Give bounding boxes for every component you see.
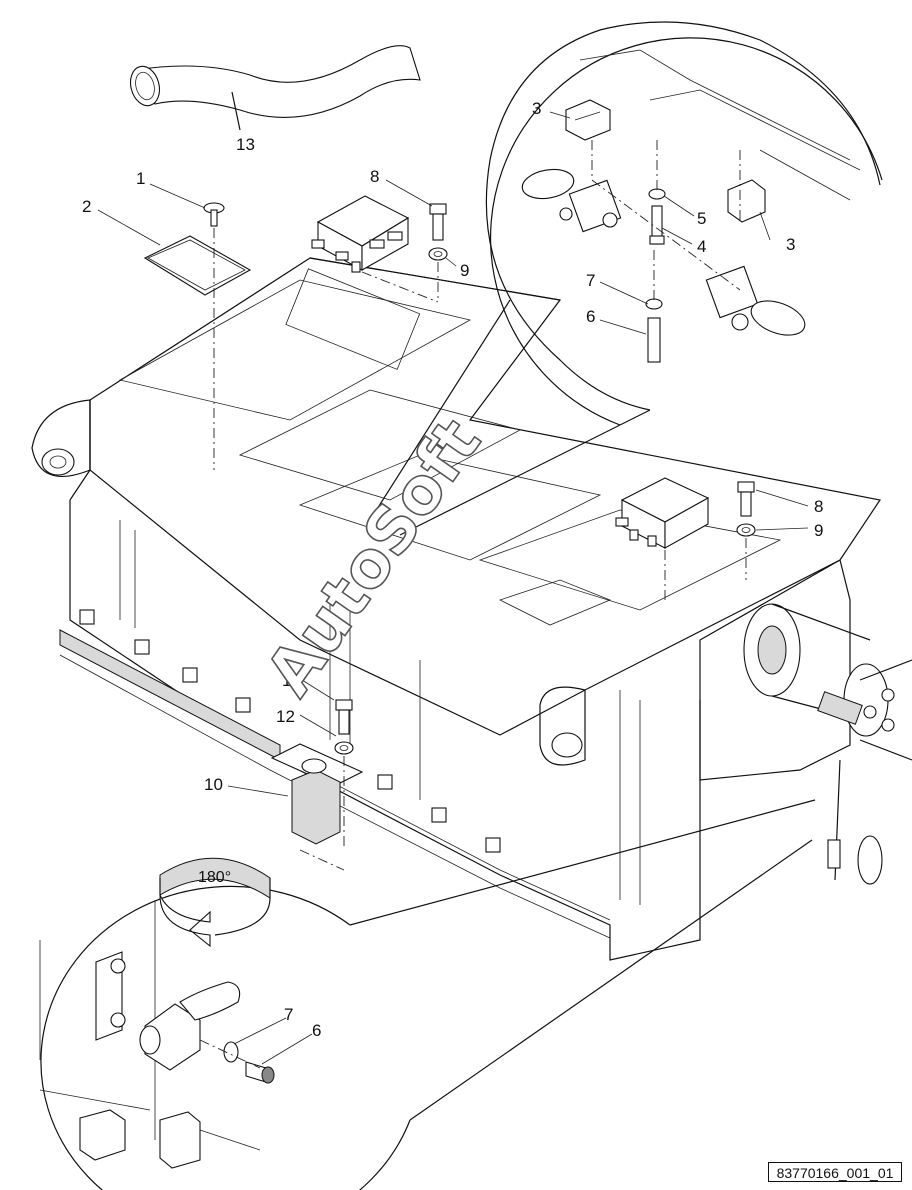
drive-shaft [743, 603, 912, 885]
bolt-part-12 [335, 699, 353, 735]
screw-part-1 [203, 202, 225, 227]
callout-1: 1 [136, 169, 145, 188]
chassis-frame [31, 257, 881, 961]
junction-box-left [311, 195, 410, 273]
callout-5: 5 [697, 209, 706, 228]
detail-view-upper [369, 21, 883, 536]
bracket-part-10 [270, 743, 364, 845]
callout-3-right: 3 [786, 235, 795, 254]
detail-view-lower [39, 799, 816, 1190]
callout-labels: 13 1 2 8 9 3 5 4 3 7 6 8 9 11 12 10 7 6 … [82, 99, 823, 1040]
callout-9-lower: 9 [814, 521, 823, 540]
leader-lines [97, 111, 809, 1065]
callout-2: 2 [82, 197, 91, 216]
callout-7-lower: 7 [284, 1005, 293, 1024]
callout-8-upper: 8 [370, 167, 379, 186]
washer-part-9-upper [428, 247, 448, 261]
callout-6-upper: 6 [586, 307, 595, 326]
callout-9-upper: 9 [460, 261, 469, 280]
callout-11: 11 [282, 671, 300, 690]
callout-7-upper: 7 [586, 271, 595, 290]
washer-part-9-lower [736, 523, 756, 537]
bottom-rail [59, 609, 501, 853]
callout-13: 13 [236, 135, 255, 154]
rotation-angle-label: 180° [198, 869, 231, 886]
bolt-part-8-upper [429, 203, 447, 241]
watermark: AutoSoft [252, 406, 495, 709]
callout-10: 10 [204, 775, 223, 794]
callout-6-lower: 6 [312, 1021, 321, 1040]
callout-3-left: 3 [532, 99, 541, 118]
hose-part-13 [129, 45, 421, 131]
cover-plate-part-2 [143, 235, 252, 296]
bolt-part-8-lower [737, 481, 755, 517]
washer-part-11 [334, 741, 354, 755]
junction-box-right [615, 477, 710, 549]
callout-12: 12 [276, 707, 295, 726]
callout-4: 4 [697, 237, 706, 256]
drawing-reference-code: 83770166_001_01 [768, 1162, 902, 1182]
callout-8-lower: 8 [814, 497, 823, 516]
